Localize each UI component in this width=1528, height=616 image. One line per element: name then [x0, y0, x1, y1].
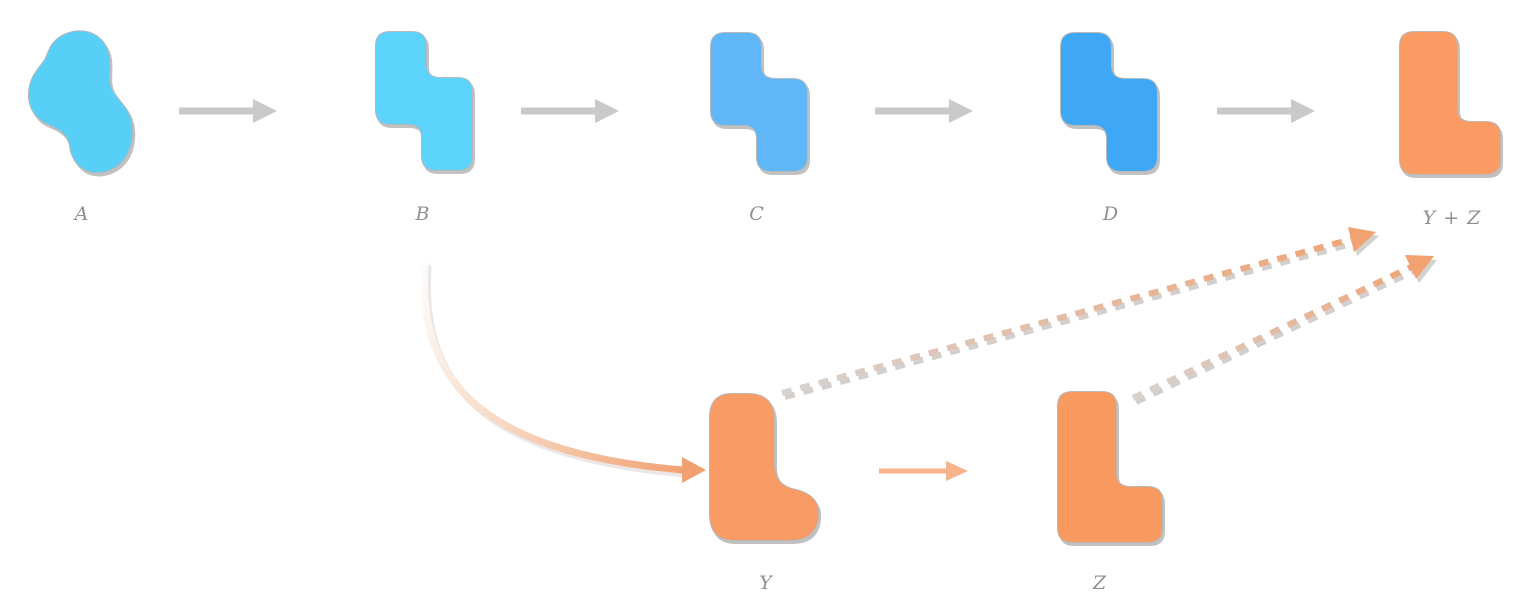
label-shape-a: A: [74, 203, 90, 225]
shape-z-l-piece: [1057, 391, 1163, 543]
label-shape-b: B: [415, 203, 431, 225]
shape-b-s-tetromino: [375, 31, 473, 171]
label-shape-d: D: [1102, 203, 1120, 225]
curved-arrow-b-to-y-icon: [420, 260, 706, 483]
shape-c-s-tetromino: [710, 32, 808, 172]
dashed-arrow-z-to-sum-icon: [1131, 255, 1437, 405]
label-shape-sum: Y + Z: [1422, 207, 1482, 229]
shape-y-rounded-l-piece: [708, 392, 820, 542]
shape-d-s-tetromino: [1060, 32, 1158, 172]
arrow-a-to-b-icon: [179, 99, 277, 123]
label-shape-c: C: [749, 203, 765, 225]
shape-sum-l-piece: [1399, 31, 1501, 175]
label-shape-y: Y: [759, 572, 773, 594]
arrow-c-to-d-icon: [875, 99, 973, 123]
arrow-b-to-c-icon: [521, 99, 619, 123]
shape-a-noisy-blob: [28, 30, 134, 174]
arrow-y-to-z-icon: [879, 461, 968, 481]
label-shape-z: Z: [1092, 572, 1108, 594]
dashed-arrow-y-to-sum-icon: [781, 227, 1379, 400]
arrow-d-to-sum-icon: [1217, 99, 1315, 123]
